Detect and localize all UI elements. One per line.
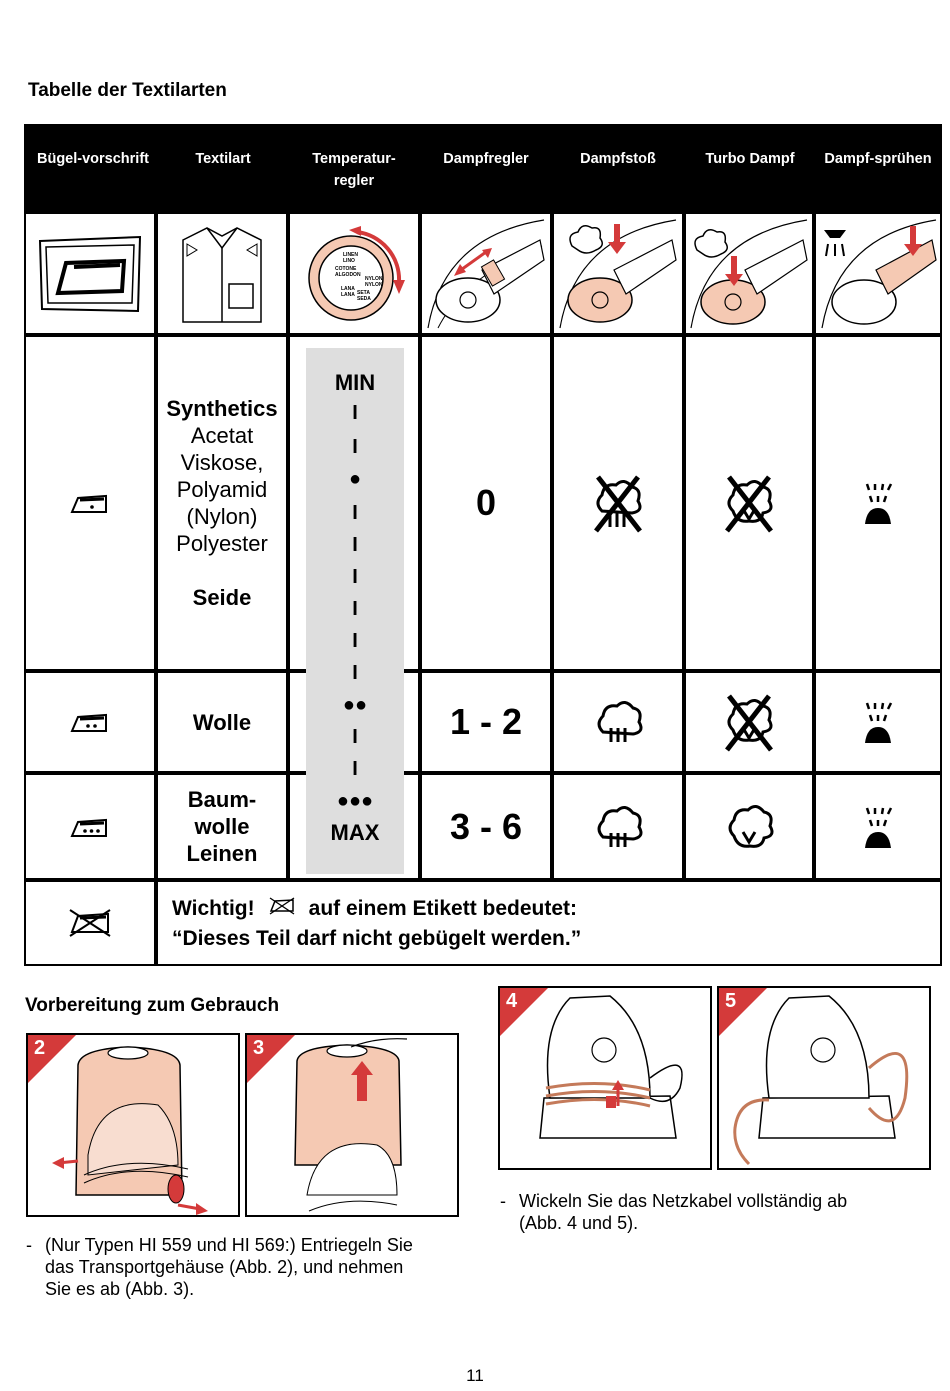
instruction-line: (Nur Typen HI 559 und HI 569:) Entriegel…: [45, 1235, 413, 1255]
steam-setting-row3: 3 - 6: [449, 805, 523, 847]
instruction-right-dash: -: [500, 1191, 506, 1211]
dial-nylon2: NYLON: [365, 282, 383, 288]
ironing-label-icon: [26, 214, 154, 333]
header-turbo-steam: Turbo Dampf: [705, 151, 795, 167]
textile-line: Polyester: [176, 531, 268, 556]
instruction-line: (Abb. 4 und 5).: [519, 1213, 639, 1233]
dial-linen: LINEN: [343, 252, 358, 258]
instruction-right: Wickeln Sie das Netzkabel vollständig ab…: [519, 1190, 939, 1234]
turbo-steam-allowed-icon: [686, 775, 812, 878]
instruction-left-dash: -: [26, 1235, 32, 1255]
temp-dot1: ●: [348, 468, 362, 490]
no-steam-burst-icon: [554, 337, 682, 669]
figure-number: 3: [253, 1037, 265, 1059]
dial-lana: LANA: [341, 286, 355, 292]
dial-algodon: ALGODON: [335, 272, 361, 278]
note-important: Wichtig!: [172, 897, 255, 920]
figure-number: 2: [34, 1037, 46, 1059]
temp-tick: I: [352, 726, 358, 748]
steam-control-icon: [422, 214, 550, 333]
temp-dot3: ●●●: [336, 790, 374, 812]
temp-tick: I: [352, 436, 358, 458]
temp-tick: I: [352, 402, 358, 424]
iron-two-dots-icon: [26, 673, 154, 771]
shirt-icon: [158, 214, 286, 333]
temp-min: MIN: [334, 370, 376, 395]
textile-synthetics-title: Synthetics: [166, 396, 278, 421]
textile-line: Leinen: [186, 841, 258, 866]
dial-nylon: NYLON: [365, 276, 383, 282]
temperature-scale: MIN I I ● I I I I I I ●● I I ●●● MAX: [306, 348, 404, 874]
header-steam-control: Dampfregler: [443, 151, 529, 167]
textile-line: Baum-: [187, 787, 257, 812]
section-title: Vorbereitung zum Gebrauch: [25, 995, 280, 1016]
temp-dot2: ●●: [342, 694, 368, 716]
no-turbo-steam-icon: [686, 337, 812, 669]
header-spray: Dampf-sprühen: [824, 151, 932, 167]
textile-line: Viskose,: [180, 450, 264, 475]
figure-4: 4: [498, 986, 712, 1170]
textile-silk: Seide: [192, 585, 252, 610]
steam-setting-row2: 1 - 2: [449, 701, 523, 742]
dial-seda: SEDA: [357, 296, 371, 302]
temp-max: MAX: [330, 820, 380, 845]
table-header: Bügel-vorschrift Textilart Temperatur- r…: [26, 126, 940, 214]
header-textile: Textilart: [195, 151, 251, 167]
turbo-steam-icon: [686, 214, 812, 333]
textile-line: wolle: [194, 814, 250, 839]
do-not-iron-small-icon: [269, 894, 295, 924]
steam-setting-row1: 0: [475, 482, 497, 523]
steam-burst-allowed-icon-row3: [554, 775, 682, 878]
note-do-not-iron: “Dieses Teil darf nicht gebügelt werden.…: [172, 927, 582, 950]
note-meaning: auf einem Etikett bedeutet:: [308, 897, 578, 920]
important-note: Wichtig! auf einem Etikett bedeutet: “Di…: [172, 894, 581, 954]
spray-allowed-icon-row3: [816, 775, 940, 878]
spray-allowed-icon-row2: [816, 673, 940, 771]
temp-tick: I: [352, 598, 358, 620]
temperature-dial-icon: LINEN LINO COTONE ALGODON LANA LANA NYLO…: [290, 214, 418, 333]
dial-seta: SETA: [357, 290, 370, 296]
header-steam-burst: Dampfstoß: [580, 151, 656, 167]
figure-3: 3: [245, 1033, 459, 1217]
dial-lino: LINO: [343, 258, 355, 264]
spray-allowed-icon-row1: [816, 337, 940, 669]
figure-2: 2: [26, 1033, 240, 1217]
temp-tick: I: [352, 662, 358, 684]
instruction-line: Wickeln Sie das Netzkabel vollständig ab: [519, 1191, 848, 1211]
textile-line: Acetat: [190, 423, 254, 448]
figure-number: 4: [506, 990, 518, 1012]
iron-one-dot-icon: [26, 337, 154, 669]
temp-tick: I: [352, 758, 358, 780]
temp-tick: I: [352, 630, 358, 652]
textile-synthetics: Synthetics Acetat Viskose, Polyamid (Nyl…: [158, 337, 286, 669]
temp-tick: I: [352, 566, 358, 588]
temp-tick: I: [352, 502, 358, 524]
temp-tick: I: [352, 534, 358, 556]
do-not-iron-icon: [26, 882, 154, 964]
instruction-line: Sie es ab (Abb. 3).: [45, 1279, 195, 1299]
dial-coton: COTONE: [335, 266, 357, 272]
textile-line: Polyamid: [176, 477, 268, 502]
textile-line: (Nylon): [186, 504, 258, 529]
figure-number: 5: [725, 990, 737, 1012]
page-title: Tabelle der Textilarten: [28, 80, 227, 101]
header-temperature: Temperatur- regler: [312, 151, 396, 189]
page-number: 11: [466, 1366, 484, 1385]
instruction-left: (Nur Typen HI 559 und HI 569:) Entriegel…: [45, 1234, 465, 1300]
instruction-line: das Transportgehäuse (Abb. 2), und nehme…: [45, 1257, 404, 1277]
figure-5: 5: [717, 986, 931, 1170]
textile-cotton-linen: Baum- wolle Leinen: [158, 775, 286, 878]
steam-burst-icon: [554, 214, 682, 333]
dial-lana2: LANA: [341, 292, 355, 298]
textile-table: Bügel-vorschrift Textilart Temperatur- r…: [24, 124, 942, 966]
steam-burst-allowed-icon-row2: [554, 673, 682, 771]
iron-three-dots-icon: [26, 775, 154, 878]
spray-icon: [816, 214, 940, 333]
no-turbo-steam-icon-row2: [686, 673, 812, 771]
header-ironing-symbol: Bügel-vorschrift: [37, 151, 149, 167]
textile-wool: Wolle: [192, 709, 252, 735]
